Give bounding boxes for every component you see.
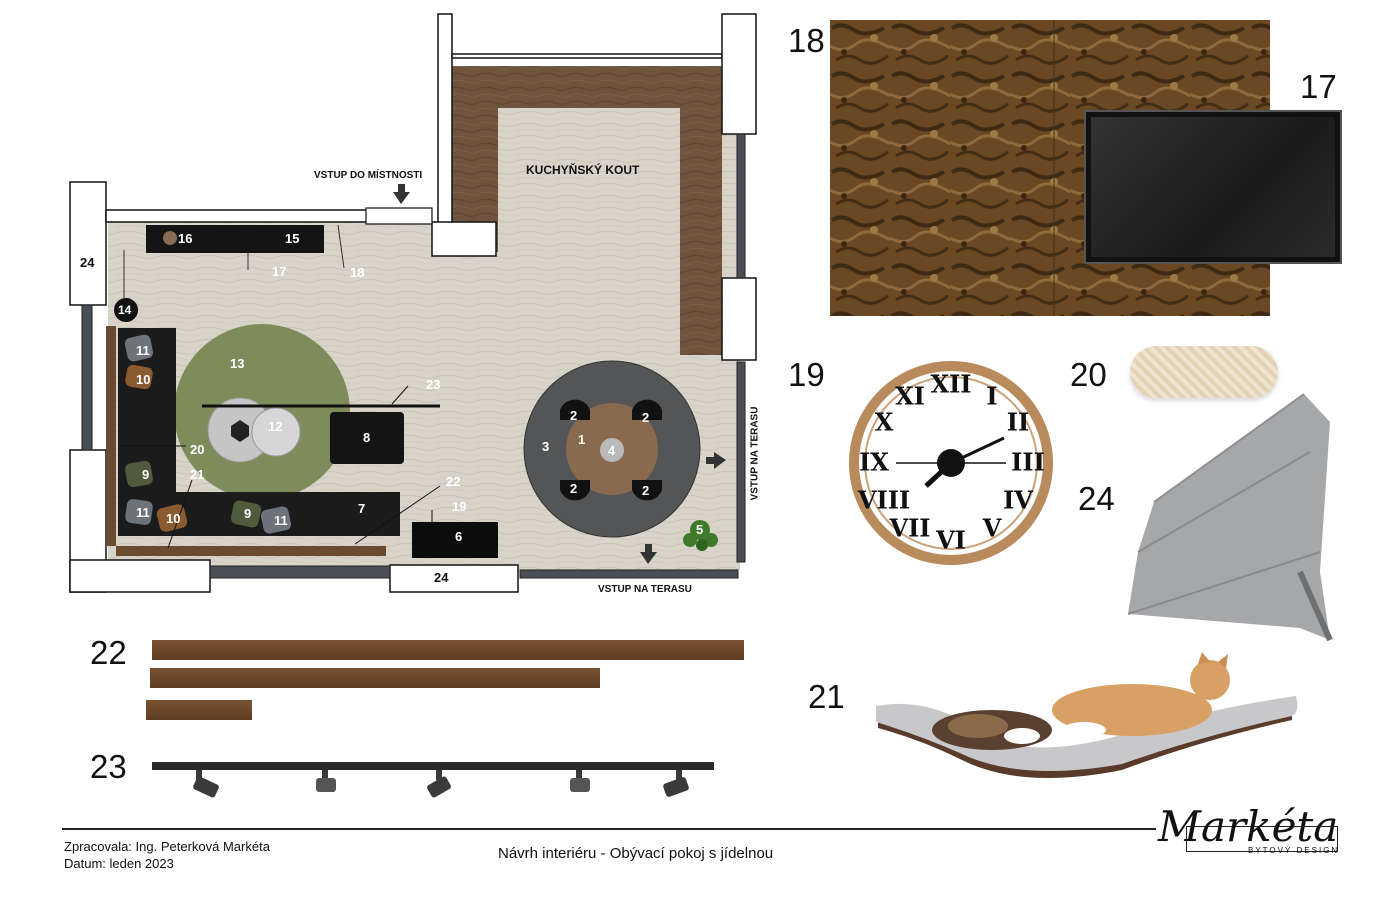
marker-20: 20 (190, 442, 205, 457)
legend-number-19: 19 (788, 356, 825, 393)
svg-text:VI: VI (935, 526, 966, 555)
bolster-pillow (1130, 346, 1278, 398)
svg-text:X: X (875, 408, 894, 437)
label-kitchen: KUCHYŇSKÝ KOUT (526, 163, 640, 177)
marker-12: 12 (268, 419, 283, 434)
marker-5: 5 (696, 522, 704, 537)
cat-bed-with-cats (876, 652, 1298, 778)
roman-blind (1127, 393, 1333, 642)
marker-18: 18 (350, 265, 365, 280)
marker-2-b: 2 (642, 410, 650, 425)
plan-labels: VSTUP DO MÍSTNOSTI KUCHYŇSKÝ KOUT VSTUP … (0, 0, 770, 610)
kitchen-counter (452, 66, 722, 355)
table-decor (231, 420, 249, 442)
footer-title: Návrh interiéru - Obývací pokoj s jídeln… (498, 845, 774, 862)
marker-11-c: 11 (274, 513, 288, 528)
wood-shelf-long (152, 640, 744, 660)
marker-8: 8 (363, 430, 371, 445)
pillow-leader-21 (167, 479, 193, 549)
logo-subtitle: BYTOVÝ DESIGN (1248, 846, 1340, 855)
svg-text:VIII: VIII (857, 486, 910, 515)
arrow-terrace-right (706, 452, 726, 469)
logo-script: Markéta (1158, 802, 1339, 851)
svg-text:II: II (1007, 408, 1029, 437)
marker-11-a: 11 (136, 343, 150, 358)
decor-object (163, 231, 177, 245)
coffee-table-small (251, 407, 301, 457)
dining-chairs (560, 399, 662, 501)
marker-7: 7 (358, 501, 366, 516)
entry-door (365, 207, 433, 225)
footer-date: Datum: leden 2023 (64, 856, 174, 871)
legend-number-24: 24 (1078, 480, 1115, 517)
logo-box (1186, 826, 1338, 852)
floor-plan (69, 13, 757, 593)
arrow-terrace-bottom (640, 544, 657, 564)
marker-10-b: 10 (166, 511, 181, 526)
marker-2-c: 2 (570, 481, 578, 496)
label-terrace-right: VSTUP NA TERASU (749, 406, 761, 501)
marker-10-a: 10 (136, 372, 151, 387)
shelf-leader (354, 485, 441, 545)
legend-number-21: 21 (808, 678, 845, 715)
marker-11-b: 11 (136, 505, 150, 520)
table-centerpiece (600, 438, 624, 462)
marker-17: 17 (272, 264, 287, 279)
marker-14: 14 (118, 303, 132, 317)
windows (81, 133, 746, 579)
marker-22: 22 (446, 474, 461, 489)
marker-3: 3 (542, 439, 550, 454)
wood-shelf-short (146, 700, 252, 720)
marker-15: 15 (285, 231, 300, 246)
svg-text:I: I (986, 382, 997, 411)
svg-text:III: III (1011, 448, 1045, 477)
footer-author: Zpracovala: Ing. Peterková Markéta (64, 839, 270, 854)
marker-2-a: 2 (570, 408, 578, 423)
marker-24-window: 24 (434, 570, 449, 585)
svg-text:VII: VII (888, 514, 930, 543)
track-light-leader (391, 385, 409, 405)
marker-13: 13 (230, 356, 245, 371)
legend-number-18: 18 (788, 22, 825, 59)
marker-1: 1 (578, 432, 586, 447)
svg-text:V: V (982, 514, 1002, 543)
cork-leader-line (337, 224, 345, 269)
track-light (152, 762, 714, 798)
marker-6: 6 (455, 529, 463, 544)
arrow-entry (393, 184, 410, 204)
plant (683, 520, 718, 551)
marker-21: 21 (190, 467, 205, 482)
footer-divider (62, 828, 1156, 830)
svg-text:IV: IV (1003, 486, 1033, 515)
marker-2-d: 2 (642, 483, 650, 498)
cat-wall-strip (106, 326, 116, 546)
sideboard (412, 522, 498, 558)
legend-number-23: 23 (90, 748, 127, 785)
wood-shelf-medium (150, 668, 600, 688)
svg-text:IX: IX (859, 448, 889, 477)
pillows (124, 334, 292, 534)
logo: Markéta BYTOVÝ DESIGN (1150, 796, 1346, 876)
marker-4: 4 (608, 443, 616, 458)
television (1084, 110, 1342, 264)
legend-number-17: 17 (1300, 68, 1337, 105)
marker-23: 23 (426, 377, 441, 392)
cat-wall-shelf (116, 546, 386, 556)
legend-number-20: 20 (1070, 356, 1107, 393)
legend-number-22: 22 (90, 634, 127, 671)
armchair (330, 412, 404, 464)
marker-16: 16 (178, 231, 193, 246)
marker-9-b: 9 (244, 506, 252, 521)
clock-marker (114, 298, 138, 322)
marker-9-a: 9 (142, 467, 150, 482)
svg-text:XII: XII (930, 370, 971, 399)
label-entrance-room: VSTUP DO MÍSTNOSTI (314, 170, 423, 181)
marker-19: 19 (452, 499, 467, 514)
walls (69, 13, 757, 593)
svg-text:XI: XI (895, 382, 925, 411)
marker-24-plan: 24 (80, 255, 95, 270)
label-terrace-bottom: VSTUP NA TERASU (598, 584, 692, 595)
